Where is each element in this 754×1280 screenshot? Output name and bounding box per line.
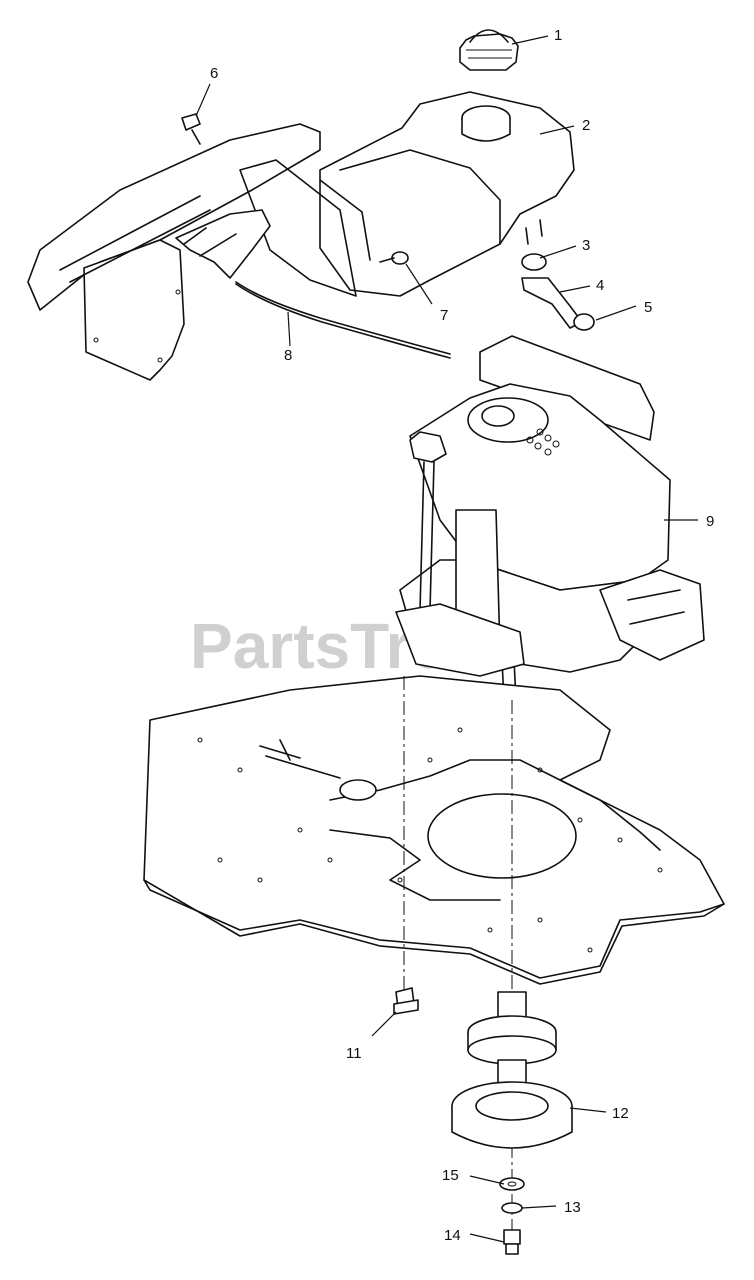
callout-11: 11 (346, 1045, 362, 1062)
callout-2: 2 (582, 117, 590, 134)
bolt-part (393, 987, 419, 1015)
fuel-fitting-part (379, 251, 409, 265)
callout-14: 14 (444, 1227, 461, 1244)
callout-12: 12 (612, 1105, 629, 1122)
alignment-lines (403, 676, 513, 1240)
callout-5: 5 (644, 299, 652, 316)
callout-4: 4 (596, 277, 604, 294)
frame-plate-part (143, 675, 725, 985)
callout-7: 7 (440, 307, 448, 324)
callout-9: 9 (706, 513, 714, 530)
pulley-part (451, 991, 573, 1149)
callout-6: 6 (210, 65, 218, 82)
leader-lines (195, 35, 698, 1243)
callout-3: 3 (582, 237, 590, 254)
fuel-hose-part (521, 253, 595, 331)
throttle-cable-part (235, 281, 451, 359)
fuel-tank-part (319, 91, 575, 297)
callout-1: 1 (554, 27, 562, 44)
callout-8: 8 (284, 347, 292, 364)
callout-13: 13 (564, 1199, 581, 1216)
callout-labels: 1 2 3 4 5 6 7 8 9 11 12 13 14 15 (210, 27, 714, 1244)
callout-15: 15 (442, 1167, 459, 1184)
frame-holes (197, 727, 663, 953)
fuel-cap-part (459, 29, 519, 71)
dash-panel-part (27, 123, 357, 381)
engine-part (395, 335, 705, 701)
throttle-lever-part (175, 209, 271, 279)
washers-and-bolt (499, 1177, 525, 1255)
screw-part (181, 113, 201, 145)
vent-holes (526, 428, 560, 456)
